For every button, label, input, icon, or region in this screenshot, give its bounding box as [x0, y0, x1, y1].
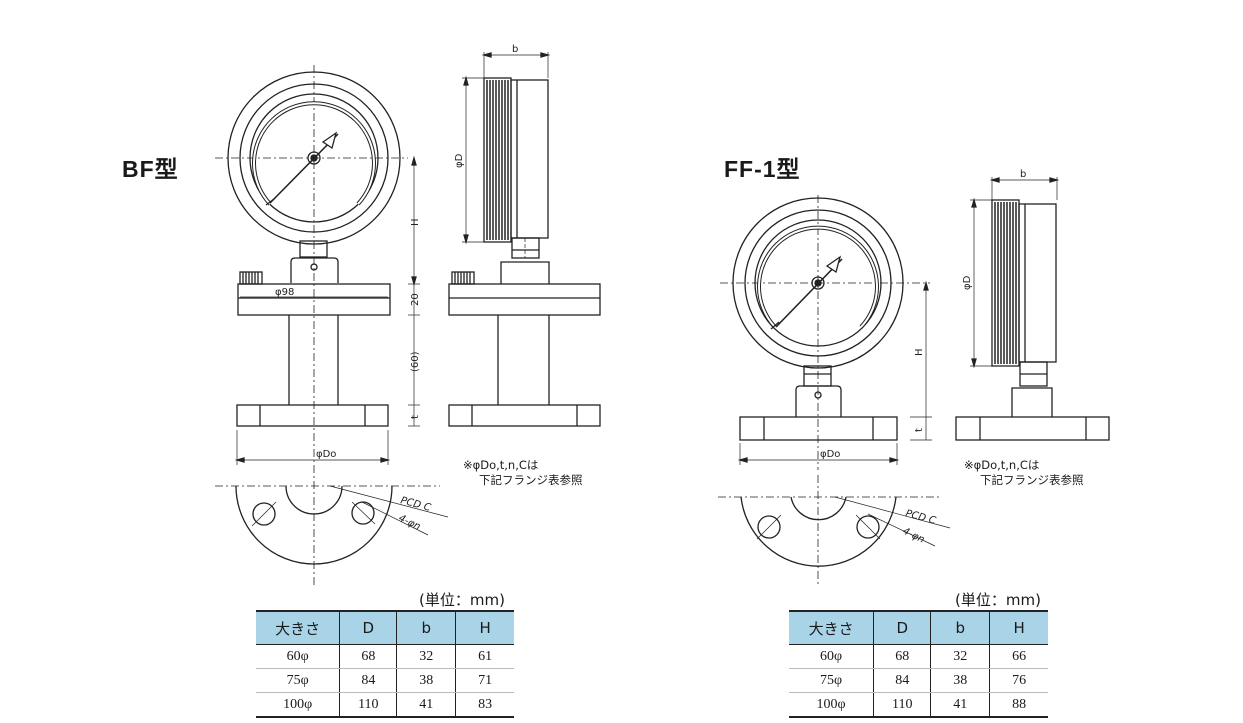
ff1-dim-H: H — [914, 348, 925, 356]
col-D: D — [339, 610, 397, 645]
cell: 110 — [873, 692, 931, 718]
cell: 84 — [339, 668, 397, 693]
bf-dim-20: 20 — [410, 293, 421, 306]
cell: 68 — [339, 644, 397, 669]
cell: 84 — [873, 668, 931, 693]
bf-dim-pcd: PCD C — [399, 495, 432, 514]
technical-drawing: b φD H φ98 20 (60) t φDo PCD C 4-φn b φD… — [215, 44, 1110, 585]
table-row: 60φ 68 32 66 — [789, 644, 1048, 669]
cell: 68 — [873, 644, 931, 669]
bf-flange-plan-view — [215, 485, 449, 565]
ff1-unit-label: (単位：mm) — [955, 591, 1041, 609]
col-H: H — [989, 610, 1048, 645]
ff1-dim-pcd: PCD C — [904, 508, 937, 527]
cell: 66 — [989, 644, 1048, 669]
ff1-spec-table: 大きさ D b H 60φ 68 32 66 75φ 84 38 76 100φ… — [789, 610, 1048, 718]
cell: 61 — [455, 644, 514, 669]
cell: 76 — [989, 668, 1048, 693]
bf-side-view — [448, 52, 601, 427]
ff1-dim-phiDo: φDo — [820, 449, 840, 460]
cell: 41 — [930, 692, 990, 718]
bf-dim-98: φ98 — [275, 287, 294, 298]
col-b: b — [930, 610, 990, 645]
cell: 38 — [930, 668, 990, 693]
bf-dim-H: H — [410, 218, 421, 226]
bf-note-line2: 下記フランジ表参照 — [479, 473, 583, 487]
cell: 100φ — [789, 692, 874, 718]
table-row: 75φ 84 38 71 — [256, 668, 514, 693]
cell: 32 — [396, 644, 456, 669]
bf-dim-phiDo: φDo — [316, 449, 336, 460]
col-D: D — [873, 610, 931, 645]
bf-dim-t: t — [410, 415, 421, 419]
table-row: 100φ 110 41 83 — [256, 692, 514, 718]
cell: 32 — [930, 644, 990, 669]
ff1-flange-note: ※φDo,t,n,Cは 下記フランジ表参照 — [964, 458, 1084, 488]
cell: 75φ — [256, 668, 340, 693]
bf-front-view — [215, 65, 420, 585]
bf-dim-b: b — [512, 44, 518, 55]
ff1-note-line2: 下記フランジ表参照 — [980, 473, 1084, 487]
col-size: 大きさ — [256, 610, 340, 645]
ff1-model-title: FF-1型 — [724, 156, 801, 182]
col-size: 大きさ — [789, 610, 874, 645]
table-header-row: 大きさ D b H — [256, 610, 514, 645]
bf-note-line1: ※φDo,t,n,Cは — [463, 458, 539, 472]
ff1-flange-plan-view — [718, 475, 951, 585]
ff1-note-line1: ※φDo,t,n,Cは — [964, 458, 1040, 472]
ff1-dim-t: t — [914, 428, 925, 432]
dimension-labels: b φD H φ98 20 (60) t φDo PCD C 4-φn b φD… — [275, 44, 1026, 546]
bf-flange-note: ※φDo,t,n,Cは 下記フランジ表参照 — [463, 458, 583, 488]
cell: 60φ — [789, 644, 874, 669]
ff1-dim-phiD: φD — [962, 275, 973, 290]
cell: 41 — [396, 692, 456, 718]
table-header-row: 大きさ D b H — [789, 610, 1048, 645]
bf-dim-phiD: φD — [454, 153, 465, 168]
bf-unit-label: (単位：mm) — [419, 591, 505, 609]
cell: 38 — [396, 668, 456, 693]
bf-model-title: BF型 — [122, 156, 179, 182]
ff1-dim-b: b — [1020, 169, 1026, 180]
bf-dim-holes: 4-φn — [397, 513, 422, 533]
col-H: H — [455, 610, 514, 645]
table-row: 100φ 110 41 88 — [789, 692, 1048, 718]
cell: 83 — [455, 692, 514, 718]
cell: 75φ — [789, 668, 874, 693]
cell: 60φ — [256, 644, 340, 669]
col-b: b — [396, 610, 456, 645]
ff1-dim-holes: 4-φn — [901, 526, 926, 546]
table-row: 75φ 84 38 76 — [789, 668, 1048, 693]
cell: 71 — [455, 668, 514, 693]
cell: 88 — [989, 692, 1048, 718]
bf-spec-table: 大きさ D b H 60φ 68 32 61 75φ 84 38 71 100φ… — [256, 610, 514, 718]
bf-dim-60: (60) — [410, 351, 421, 372]
cell: 110 — [339, 692, 397, 718]
ff1-front-view — [720, 195, 932, 470]
cell: 100φ — [256, 692, 340, 718]
table-row: 60φ 68 32 61 — [256, 644, 514, 669]
ff1-side-view — [955, 177, 1110, 441]
